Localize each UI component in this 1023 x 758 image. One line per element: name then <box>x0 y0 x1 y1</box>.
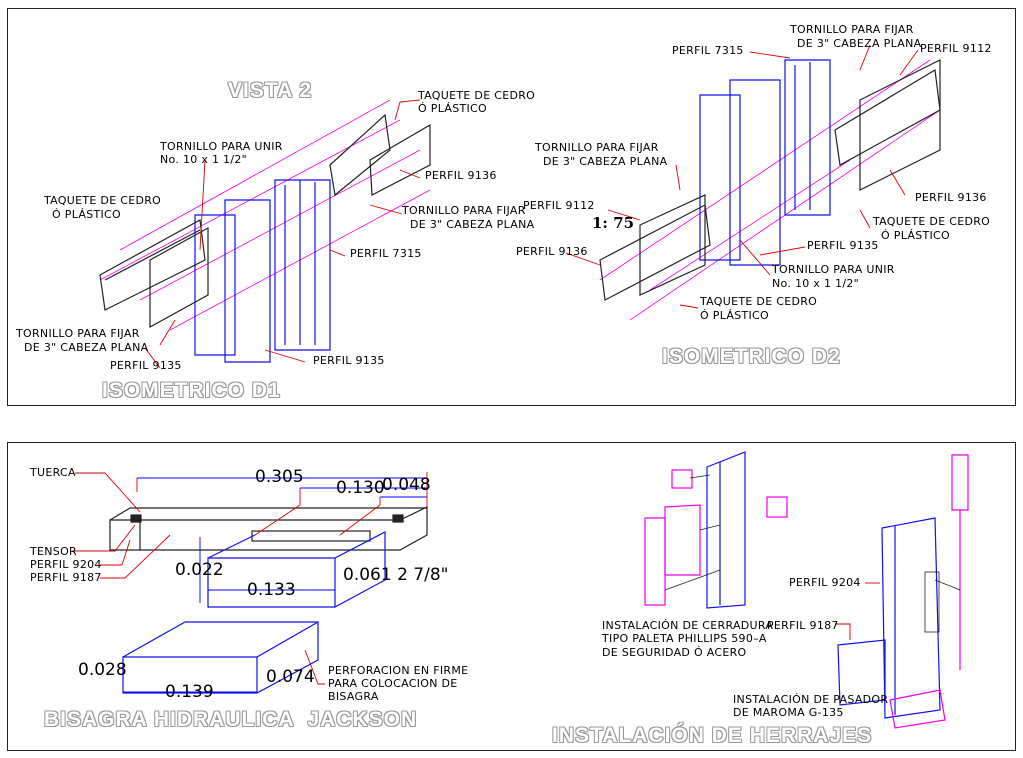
d1-taquete-left-label: TAQUETE DE CEDRO <box>44 194 162 207</box>
cerradura-label-3: DE SEGURIDAD Ó ACERO <box>602 646 747 659</box>
d1-taquete-top-label: TAQUETE DE CEDRO <box>418 89 536 102</box>
d2-perfil-9136-right-label: PERFIL 9136 <box>915 191 987 204</box>
d1-taquete-left-label-2: Ó PLÁSTICO <box>52 208 121 221</box>
dim-0074: 0.074 <box>266 667 315 687</box>
d2-perfil-9112-left-label: PERFIL 9112 <box>523 199 595 212</box>
dim-0130: 0.130 <box>336 478 385 498</box>
perforacion-label-2: PARA COLOCACION DE <box>328 677 458 690</box>
d1-tornillo-fijar-right-label: TORNILLO PARA FIJAR <box>402 204 526 217</box>
dim-0048: 0.048 <box>382 475 431 495</box>
isometrico-d1-title: ISOMETRICO D1 <box>102 379 281 402</box>
cerradura-label-2: TIPO PALETA PHILLIPS 590–A <box>602 632 767 645</box>
d2-perfil-9135-label: PERFIL 9135 <box>807 239 879 252</box>
d2-taquete-bottom-label-2: Ó PLÁSTICO <box>700 309 769 322</box>
perfil-9187-herrajes-label: PERFIL 9187 <box>767 619 839 632</box>
d1-perfil-9135-left-label: PERFIL 9135 <box>110 359 182 372</box>
d2-perfil-7315-label: PERFIL 7315 <box>672 44 744 57</box>
d1-perfil-7315-label: PERFIL 7315 <box>350 247 422 260</box>
dim-0028: 0.028 <box>78 660 127 680</box>
herrajes-drawing <box>644 451 969 729</box>
d2-tornillo-unir-label-2: No. 10 x 1 1/2" <box>772 277 860 290</box>
tuerca-label: TUERCA <box>30 466 76 479</box>
d1-tornillo-unir-label: TORNILLO PARA UNIR <box>160 140 283 153</box>
dim-0139: 0.139 <box>165 682 214 702</box>
d2-taquete-bottom-label: TAQUETE DE CEDRO <box>700 295 818 308</box>
d2-taquete-right-label: TAQUETE DE CEDRO <box>873 215 991 228</box>
perfil-9204-label: PERFIL 9204 <box>30 558 102 571</box>
d1-taquete-top-label-2: Ó PLÁSTICO <box>418 102 487 115</box>
d2-perfil-9136-left-label: PERFIL 9136 <box>516 245 588 258</box>
d1-tornillo-fijar-left-label: TORNILLO PARA FIJAR <box>16 327 140 340</box>
perforacion-label: PERFORACION EN FIRME <box>328 664 469 677</box>
d1-tornillo-fijar-right-label-2: DE 3" CABEZA PLANA <box>410 218 535 231</box>
d1-perfil-9135-bottom-label: PERFIL 9135 <box>313 354 385 367</box>
perfil-9204-herrajes-label: PERFIL 9204 <box>789 576 861 589</box>
isometrico-d2-title: ISOMETRICO D2 <box>662 345 841 368</box>
isometric-d2-drawing <box>565 44 941 321</box>
top-panel-frame <box>7 8 1016 406</box>
d2-tornillo-fijar-top-label: TORNILLO PARA FIJAR <box>790 23 914 36</box>
perforacion-label-3: BISAGRA <box>328 690 379 703</box>
d1-tornillo-fijar-left-label-2: DE 3" CABEZA PLANA <box>24 341 149 354</box>
scale-label: 1: 75 <box>592 214 635 232</box>
d2-tornillo-fijar-left-label: TORNILLO PARA FIJAR <box>535 141 659 154</box>
herrajes-title: INSTALACIÓN DE HERRAJES <box>552 724 873 747</box>
dim-0061: 0.061 2 7/8" <box>343 565 449 585</box>
d2-perfil-9112-right-label: PERFIL 9112 <box>920 42 992 55</box>
pasador-label-2: DE MAROMA G-135 <box>733 706 844 719</box>
d1-perfil-9136-label: PERFIL 9136 <box>425 169 497 182</box>
bisagra-drawing <box>72 472 428 694</box>
perfil-9187-label: PERFIL 9187 <box>30 571 102 584</box>
vista-2-title: VISTA 2 <box>228 79 313 102</box>
d2-tornillo-unir-label: TORNILLO PARA UNIR <box>772 263 895 276</box>
dim-0133: 0.133 <box>247 580 296 600</box>
d2-taquete-right-label-2: Ó PLÁSTICO <box>881 229 950 242</box>
tensor-label: TENSOR <box>30 545 77 558</box>
bottom-panel-frame <box>7 442 1016 751</box>
bisagra-title: BISAGRA HIDRAULICA JACKSON <box>44 708 418 731</box>
pasador-label: INSTALACIÓN DE PASADOR <box>733 693 889 706</box>
cerradura-label: INSTALACIÓN DE CERRADURA <box>602 619 774 632</box>
dim-0022: 0.022 <box>175 560 224 580</box>
d2-tornillo-fijar-top-label-2: DE 3" CABEZA PLANA <box>797 37 922 50</box>
d2-tornillo-fijar-left-label-2: DE 3" CABEZA PLANA <box>543 155 668 168</box>
d1-tornillo-unir-label-2: No. 10 x 1 1/2" <box>160 153 248 166</box>
dim-0305: 0.305 <box>255 467 304 487</box>
isometric-d1-drawing <box>99 99 431 369</box>
